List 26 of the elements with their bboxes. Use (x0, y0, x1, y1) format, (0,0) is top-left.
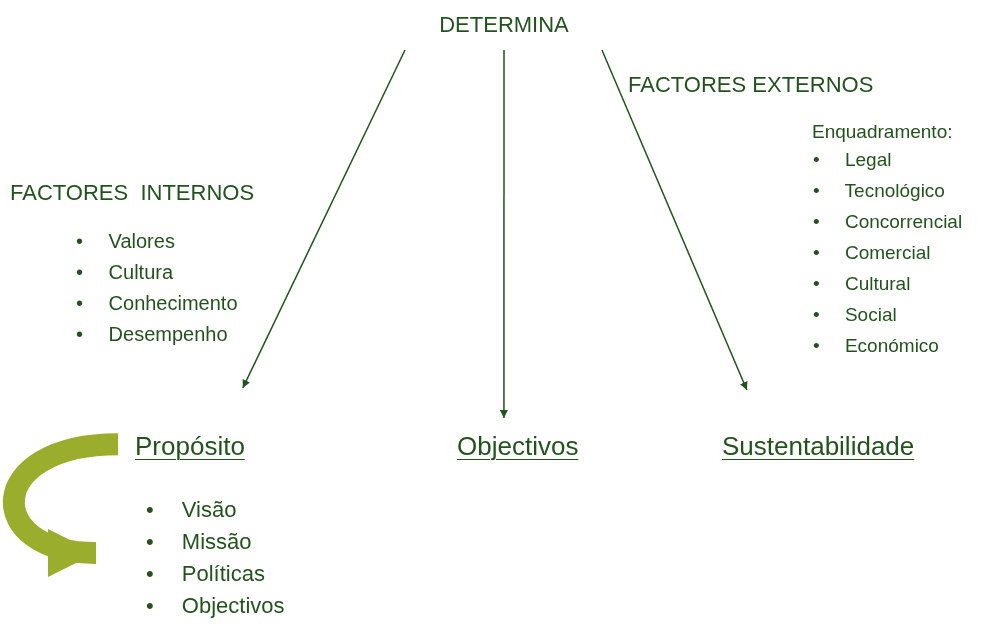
list-item: • Valores (76, 229, 176, 254)
heading-text: DETERMINA (398, 8, 610, 50)
section-heading: Propósito (118, 388, 278, 466)
label-text: FACTORES EXTERNOS (628, 71, 874, 99)
list-item: • Cultura (76, 260, 175, 285)
list-item: • Económico (813, 334, 940, 358)
list-item: • Tecnológico (813, 179, 946, 203)
list-item: • Visão (146, 496, 238, 524)
list-item: • Legal (813, 148, 893, 172)
list-item: • Objectivos (146, 592, 286, 620)
curved-block-arrow (3, 433, 119, 574)
arrow (601, 49, 748, 391)
list-item: • Concorrencial (813, 210, 963, 234)
list-item: • Social (813, 303, 898, 327)
list-item: • Desempenho (76, 322, 229, 347)
section-heading: Sustentabilidade (705, 390, 970, 466)
list-item: • Comercial (813, 241, 932, 265)
arrow (242, 49, 406, 389)
arrow (499, 49, 508, 419)
label-text: FACTORES INTERNOS (10, 179, 255, 207)
label-text: Enquadramento: (812, 120, 953, 144)
list-item: • Missão (146, 528, 253, 556)
list-item: • Cultural (813, 272, 912, 296)
list-item: • Conhecimento (76, 291, 238, 316)
list-item: • Políticas (146, 560, 266, 588)
section-heading: Objectivos (440, 418, 610, 466)
